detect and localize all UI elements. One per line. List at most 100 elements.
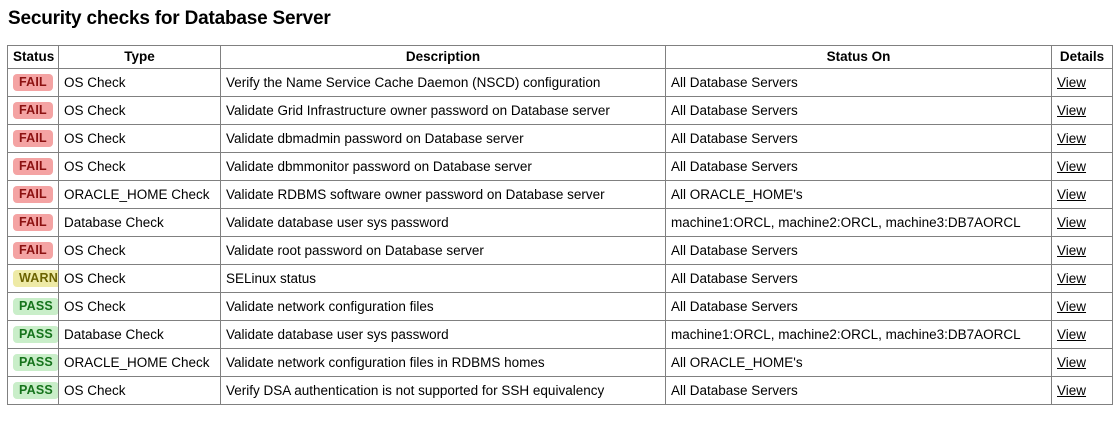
view-details-link[interactable]: View — [1057, 130, 1087, 146]
view-details-link[interactable]: View — [1057, 74, 1087, 90]
view-details-link[interactable]: View — [1057, 186, 1087, 202]
status-badge: PASS — [13, 298, 58, 315]
cell-details: View — [1051, 68, 1113, 97]
cell-status-on: All Database Servers — [665, 264, 1052, 293]
cell-status: FAIL — [7, 152, 59, 181]
cell-type: Database Check — [58, 320, 221, 349]
cell-details: View — [1051, 236, 1113, 265]
cell-type: OS Check — [58, 152, 221, 181]
cell-status: FAIL — [7, 68, 59, 97]
cell-description: Verify DSA authentication is not support… — [220, 376, 666, 405]
cell-status-on: All Database Servers — [665, 292, 1052, 321]
cell-type: OS Check — [58, 68, 221, 97]
view-details-link[interactable]: View — [1057, 354, 1087, 370]
status-badge: FAIL — [13, 74, 53, 91]
table-header-row: Status Type Description Status On Detail… — [7, 45, 1113, 69]
status-badge: WARN — [13, 270, 58, 287]
cell-description: Validate Grid Infrastructure owner passw… — [220, 96, 666, 125]
cell-details: View — [1051, 208, 1113, 237]
status-badge: FAIL — [13, 158, 53, 175]
cell-details: View — [1051, 124, 1113, 153]
cell-description: Validate database user sys password — [220, 320, 666, 349]
cell-status: PASS — [7, 320, 59, 349]
view-details-link[interactable]: View — [1057, 102, 1087, 118]
cell-status: FAIL — [7, 208, 59, 237]
security-checks-table: Status Type Description Status On Detail… — [7, 45, 1113, 405]
cell-status: PASS — [7, 292, 59, 321]
cell-details: View — [1051, 96, 1113, 125]
status-badge: FAIL — [13, 102, 53, 119]
view-details-link[interactable]: View — [1057, 382, 1087, 398]
cell-status-on: machine1:ORCL, machine2:ORCL, machine3:D… — [665, 208, 1052, 237]
cell-type: Database Check — [58, 208, 221, 237]
status-badge: PASS — [13, 382, 58, 399]
page-title: Security checks for Database Server — [8, 8, 331, 29]
cell-status-on: All ORACLE_HOME's — [665, 348, 1052, 377]
cell-status-on: All Database Servers — [665, 152, 1052, 181]
cell-status-on: All Database Servers — [665, 236, 1052, 265]
cell-details: View — [1051, 152, 1113, 181]
cell-status: PASS — [7, 376, 59, 405]
cell-status-on: All Database Servers — [665, 124, 1052, 153]
cell-status-on: All Database Servers — [665, 96, 1052, 125]
cell-description: Validate RDBMS software owner password o… — [220, 180, 666, 209]
view-details-link[interactable]: View — [1057, 298, 1087, 314]
cell-description: Validate network configuration files in … — [220, 348, 666, 377]
column-header-status-on: Status On — [665, 45, 1052, 69]
cell-type: ORACLE_HOME Check — [58, 180, 221, 209]
status-badge: FAIL — [13, 214, 53, 231]
cell-details: View — [1051, 292, 1113, 321]
cell-details: View — [1051, 180, 1113, 209]
view-details-link[interactable]: View — [1057, 242, 1087, 258]
cell-details: View — [1051, 264, 1113, 293]
view-details-link[interactable]: View — [1057, 214, 1087, 230]
cell-status-on: All ORACLE_HOME's — [665, 180, 1052, 209]
cell-status: FAIL — [7, 96, 59, 125]
cell-type: OS Check — [58, 292, 221, 321]
cell-description: SELinux status — [220, 264, 666, 293]
cell-status: FAIL — [7, 124, 59, 153]
cell-description: Validate dbmmonitor password on Database… — [220, 152, 666, 181]
cell-description: Validate network configuration files — [220, 292, 666, 321]
cell-description: Validate root password on Database serve… — [220, 236, 666, 265]
view-details-link[interactable]: View — [1057, 326, 1087, 342]
cell-status-on: All Database Servers — [665, 376, 1052, 405]
view-details-link[interactable]: View — [1057, 158, 1087, 174]
cell-type: OS Check — [58, 236, 221, 265]
cell-status: PASS — [7, 348, 59, 377]
view-details-link[interactable]: View — [1057, 270, 1087, 286]
cell-status: FAIL — [7, 180, 59, 209]
status-badge: FAIL — [13, 186, 53, 203]
cell-status: FAIL — [7, 236, 59, 265]
cell-description: Verify the Name Service Cache Daemon (NS… — [220, 68, 666, 97]
cell-description: Validate dbmadmin password on Database s… — [220, 124, 666, 153]
cell-status-on: machine1:ORCL, machine2:ORCL, machine3:D… — [665, 320, 1052, 349]
status-badge: PASS — [13, 326, 58, 343]
cell-description: Validate database user sys password — [220, 208, 666, 237]
cell-type: ORACLE_HOME Check — [58, 348, 221, 377]
status-badge: FAIL — [13, 130, 53, 147]
cell-status: WARN — [7, 264, 59, 293]
cell-type: OS Check — [58, 376, 221, 405]
cell-details: View — [1051, 376, 1113, 405]
status-badge: FAIL — [13, 242, 53, 259]
cell-type: OS Check — [58, 264, 221, 293]
column-header-description: Description — [220, 45, 666, 69]
cell-status-on: All Database Servers — [665, 68, 1052, 97]
cell-type: OS Check — [58, 124, 221, 153]
security-checks-table-wrap: Status Type Description Status On Detail… — [7, 45, 1113, 405]
cell-details: View — [1051, 320, 1113, 349]
column-header-type: Type — [58, 45, 221, 69]
